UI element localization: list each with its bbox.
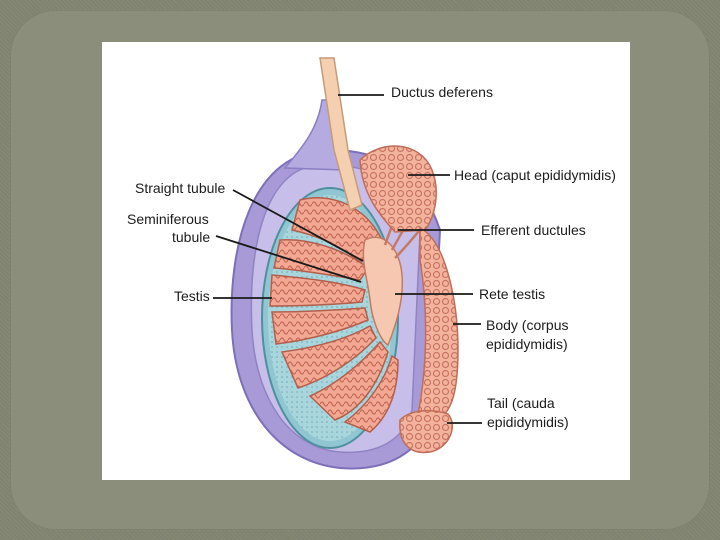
lobule (273, 239, 370, 281)
rete-testis-network (362, 236, 404, 347)
label-head: Head (caput epididymidis) (454, 167, 616, 183)
label-tail-1: Tail (cauda (487, 395, 555, 411)
label-seminiferous-2: tubule (172, 229, 211, 245)
label-tail-2: epididymidis) (487, 414, 569, 430)
lobule (308, 340, 389, 421)
label-testis: Testis (174, 288, 210, 304)
label-body-2: epididymidis) (486, 336, 568, 352)
ductus-deferens (319, 57, 363, 212)
leader-lines (213, 94, 482, 424)
epididymis-head (359, 145, 437, 233)
epididymis-body (417, 226, 459, 419)
label-efferent-ductules: Efferent ductules (481, 222, 586, 238)
label-ductus-deferens: Ductus deferens (391, 84, 493, 100)
lobule (280, 324, 377, 389)
lobule (343, 354, 399, 433)
epididymis-tail (399, 409, 453, 454)
label-body-1: Body (corpus (486, 317, 569, 333)
lobules (269, 196, 399, 433)
label-straight-tubule: Straight tubule (135, 180, 226, 196)
label-seminiferous-1: Seminiferous (127, 211, 209, 227)
lobule (271, 307, 369, 345)
lobule (269, 274, 366, 307)
label-rete-testis: Rete testis (479, 286, 546, 302)
